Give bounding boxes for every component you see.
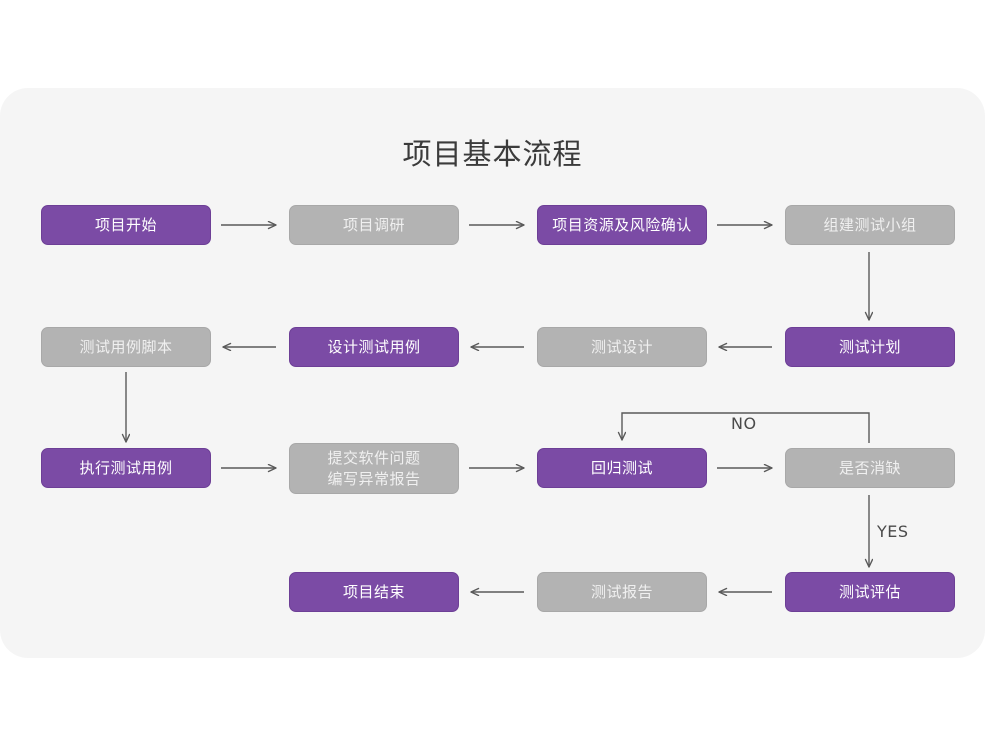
node-label: 执行测试用例 — [79, 458, 173, 477]
node-project-research[interactable]: 项目调研 — [289, 205, 459, 245]
node-regression-test[interactable]: 回归测试 — [537, 448, 707, 488]
page-title: 项目基本流程 — [402, 137, 583, 171]
node-label: 测试设计 — [590, 337, 653, 356]
node-test-report[interactable]: 测试报告 — [537, 572, 707, 612]
diagram-panel — [0, 88, 985, 658]
node-label: 项目调研 — [342, 215, 405, 234]
node-label: 项目资源及风险确认 — [552, 215, 692, 234]
node-test-evaluation[interactable]: 测试评估 — [785, 572, 955, 612]
node-test-plan[interactable]: 测试计划 — [785, 327, 955, 367]
node-label: 测试用例脚本 — [79, 337, 173, 356]
node-label: 设计测试用例 — [327, 337, 421, 356]
node-label: 项目结束 — [342, 582, 405, 601]
node-label: 项目开始 — [94, 215, 157, 234]
node-label: 提交软件问题 编写异常报告 — [327, 449, 421, 488]
node-test-case-script[interactable]: 测试用例脚本 — [41, 327, 211, 367]
node-label: 测试评估 — [838, 582, 901, 601]
node-label: 回归测试 — [590, 458, 653, 477]
node-build-test-team[interactable]: 组建测试小组 — [785, 205, 955, 245]
node-submit-issue-report[interactable]: 提交软件问题 编写异常报告 — [289, 443, 459, 494]
node-label: 组建测试小组 — [823, 215, 917, 234]
edge-label-no: NO — [731, 414, 757, 433]
node-execute-test-case[interactable]: 执行测试用例 — [41, 448, 211, 488]
node-label: 测试报告 — [590, 582, 653, 601]
node-project-start[interactable]: 项目开始 — [41, 205, 211, 245]
node-defect-cleared[interactable]: 是否消缺 — [785, 448, 955, 488]
node-resource-risk-confirm[interactable]: 项目资源及风险确认 — [537, 205, 707, 245]
edge-label-yes: YES — [877, 522, 909, 541]
node-label: 是否消缺 — [838, 458, 901, 477]
node-project-end[interactable]: 项目结束 — [289, 572, 459, 612]
node-test-design[interactable]: 测试设计 — [537, 327, 707, 367]
node-design-test-case[interactable]: 设计测试用例 — [289, 327, 459, 367]
node-label: 测试计划 — [838, 337, 901, 356]
